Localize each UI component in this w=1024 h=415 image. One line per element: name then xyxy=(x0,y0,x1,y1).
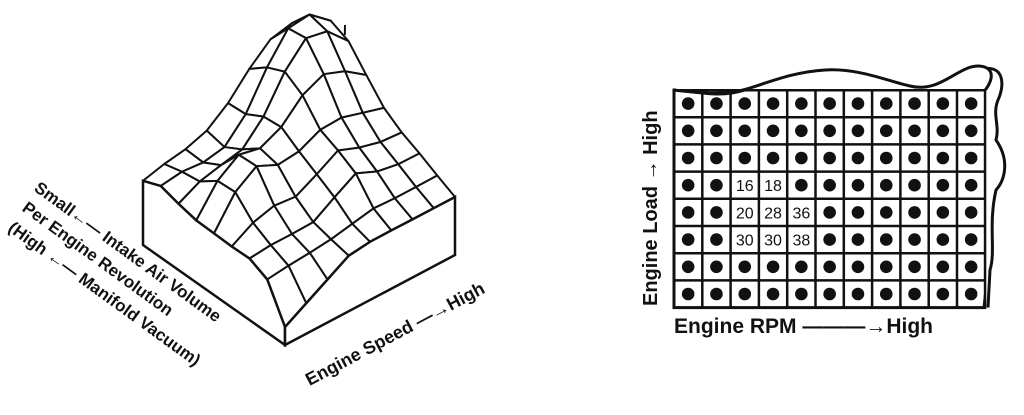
map-point xyxy=(908,260,921,274)
map-point xyxy=(823,97,836,110)
map-point xyxy=(738,97,752,110)
map-point xyxy=(795,97,808,110)
map-point xyxy=(964,151,978,165)
map-point xyxy=(851,124,865,138)
map-point xyxy=(851,178,865,192)
map-point xyxy=(936,206,950,219)
map-point xyxy=(964,206,978,219)
map-point xyxy=(766,287,780,301)
map-point xyxy=(681,233,695,246)
map-point xyxy=(879,233,893,246)
map-value: 28 xyxy=(764,205,782,222)
edge-mask xyxy=(986,60,1024,310)
map-point xyxy=(823,151,836,165)
map-point xyxy=(710,260,723,274)
map-point xyxy=(823,233,836,246)
map-point xyxy=(936,97,950,110)
map-point xyxy=(908,124,921,138)
map-point xyxy=(738,260,752,274)
map-point xyxy=(964,97,978,110)
map-point xyxy=(681,178,695,192)
map-point xyxy=(964,287,978,301)
map-point xyxy=(681,124,695,138)
map-point xyxy=(795,151,808,165)
map-value: 36 xyxy=(792,205,810,222)
map-point xyxy=(823,260,836,274)
map-point xyxy=(710,178,723,192)
map-point xyxy=(823,124,836,138)
map-value: 18 xyxy=(764,178,782,195)
axis-label-engine-load: Engine Load → High xyxy=(640,110,662,306)
map-point xyxy=(766,97,780,110)
map-point xyxy=(908,206,921,219)
map-point xyxy=(936,124,950,138)
map-point xyxy=(710,233,723,246)
map-point xyxy=(795,287,808,301)
axis-label-engine-rpm: Engine RPM ———→High xyxy=(674,315,933,338)
map-point xyxy=(936,233,950,246)
map-point xyxy=(710,206,723,219)
map-point xyxy=(879,260,893,274)
map-point xyxy=(936,151,950,165)
map-point xyxy=(908,287,921,301)
top-mask xyxy=(676,60,988,89)
map-point xyxy=(823,287,836,301)
map-point xyxy=(964,233,978,246)
map-point xyxy=(795,124,808,138)
map-point xyxy=(681,97,695,110)
map-point xyxy=(879,206,893,219)
map-point xyxy=(681,287,695,301)
map-point xyxy=(710,124,723,138)
map-point xyxy=(879,287,893,301)
map-point xyxy=(964,178,978,192)
map-point xyxy=(738,151,752,165)
right-side-wall xyxy=(283,194,457,348)
map-point xyxy=(766,124,780,138)
left-side-wall xyxy=(141,179,287,348)
map-point xyxy=(879,97,893,110)
map-value: 20 xyxy=(736,205,754,222)
map-point xyxy=(681,151,695,165)
map-point xyxy=(795,260,808,274)
map-point xyxy=(710,97,723,110)
map-point xyxy=(964,124,978,138)
map-point xyxy=(766,151,780,165)
map-point xyxy=(879,151,893,165)
map-point xyxy=(823,178,836,192)
map-point xyxy=(879,178,893,192)
map-point xyxy=(936,260,950,274)
map-point xyxy=(738,124,752,138)
map-point xyxy=(908,151,921,165)
map-point xyxy=(710,287,723,301)
map-point xyxy=(908,233,921,246)
map-point xyxy=(681,206,695,219)
map-value: 30 xyxy=(736,233,754,250)
map-point xyxy=(908,178,921,192)
map-point xyxy=(681,260,695,274)
map-point xyxy=(879,124,893,138)
map-point xyxy=(936,287,950,301)
3d-timing-surface xyxy=(141,13,457,348)
map-point xyxy=(710,151,723,165)
map-value: 30 xyxy=(764,233,782,250)
map-point xyxy=(851,233,865,246)
map-point xyxy=(851,151,865,165)
torn-edge-top xyxy=(673,64,993,95)
map-value: 16 xyxy=(736,178,754,195)
map-point xyxy=(851,206,865,219)
map-point xyxy=(908,97,921,110)
map-point xyxy=(851,287,865,301)
map-point xyxy=(851,97,865,110)
map-point xyxy=(766,260,780,274)
map-point xyxy=(851,260,865,274)
map-value: 38 xyxy=(792,233,810,250)
map-point xyxy=(738,287,752,301)
map-point xyxy=(823,206,836,219)
map-point xyxy=(964,260,978,274)
map-point xyxy=(936,178,950,192)
torn-edge-right xyxy=(976,66,1007,308)
map-point xyxy=(795,178,808,192)
